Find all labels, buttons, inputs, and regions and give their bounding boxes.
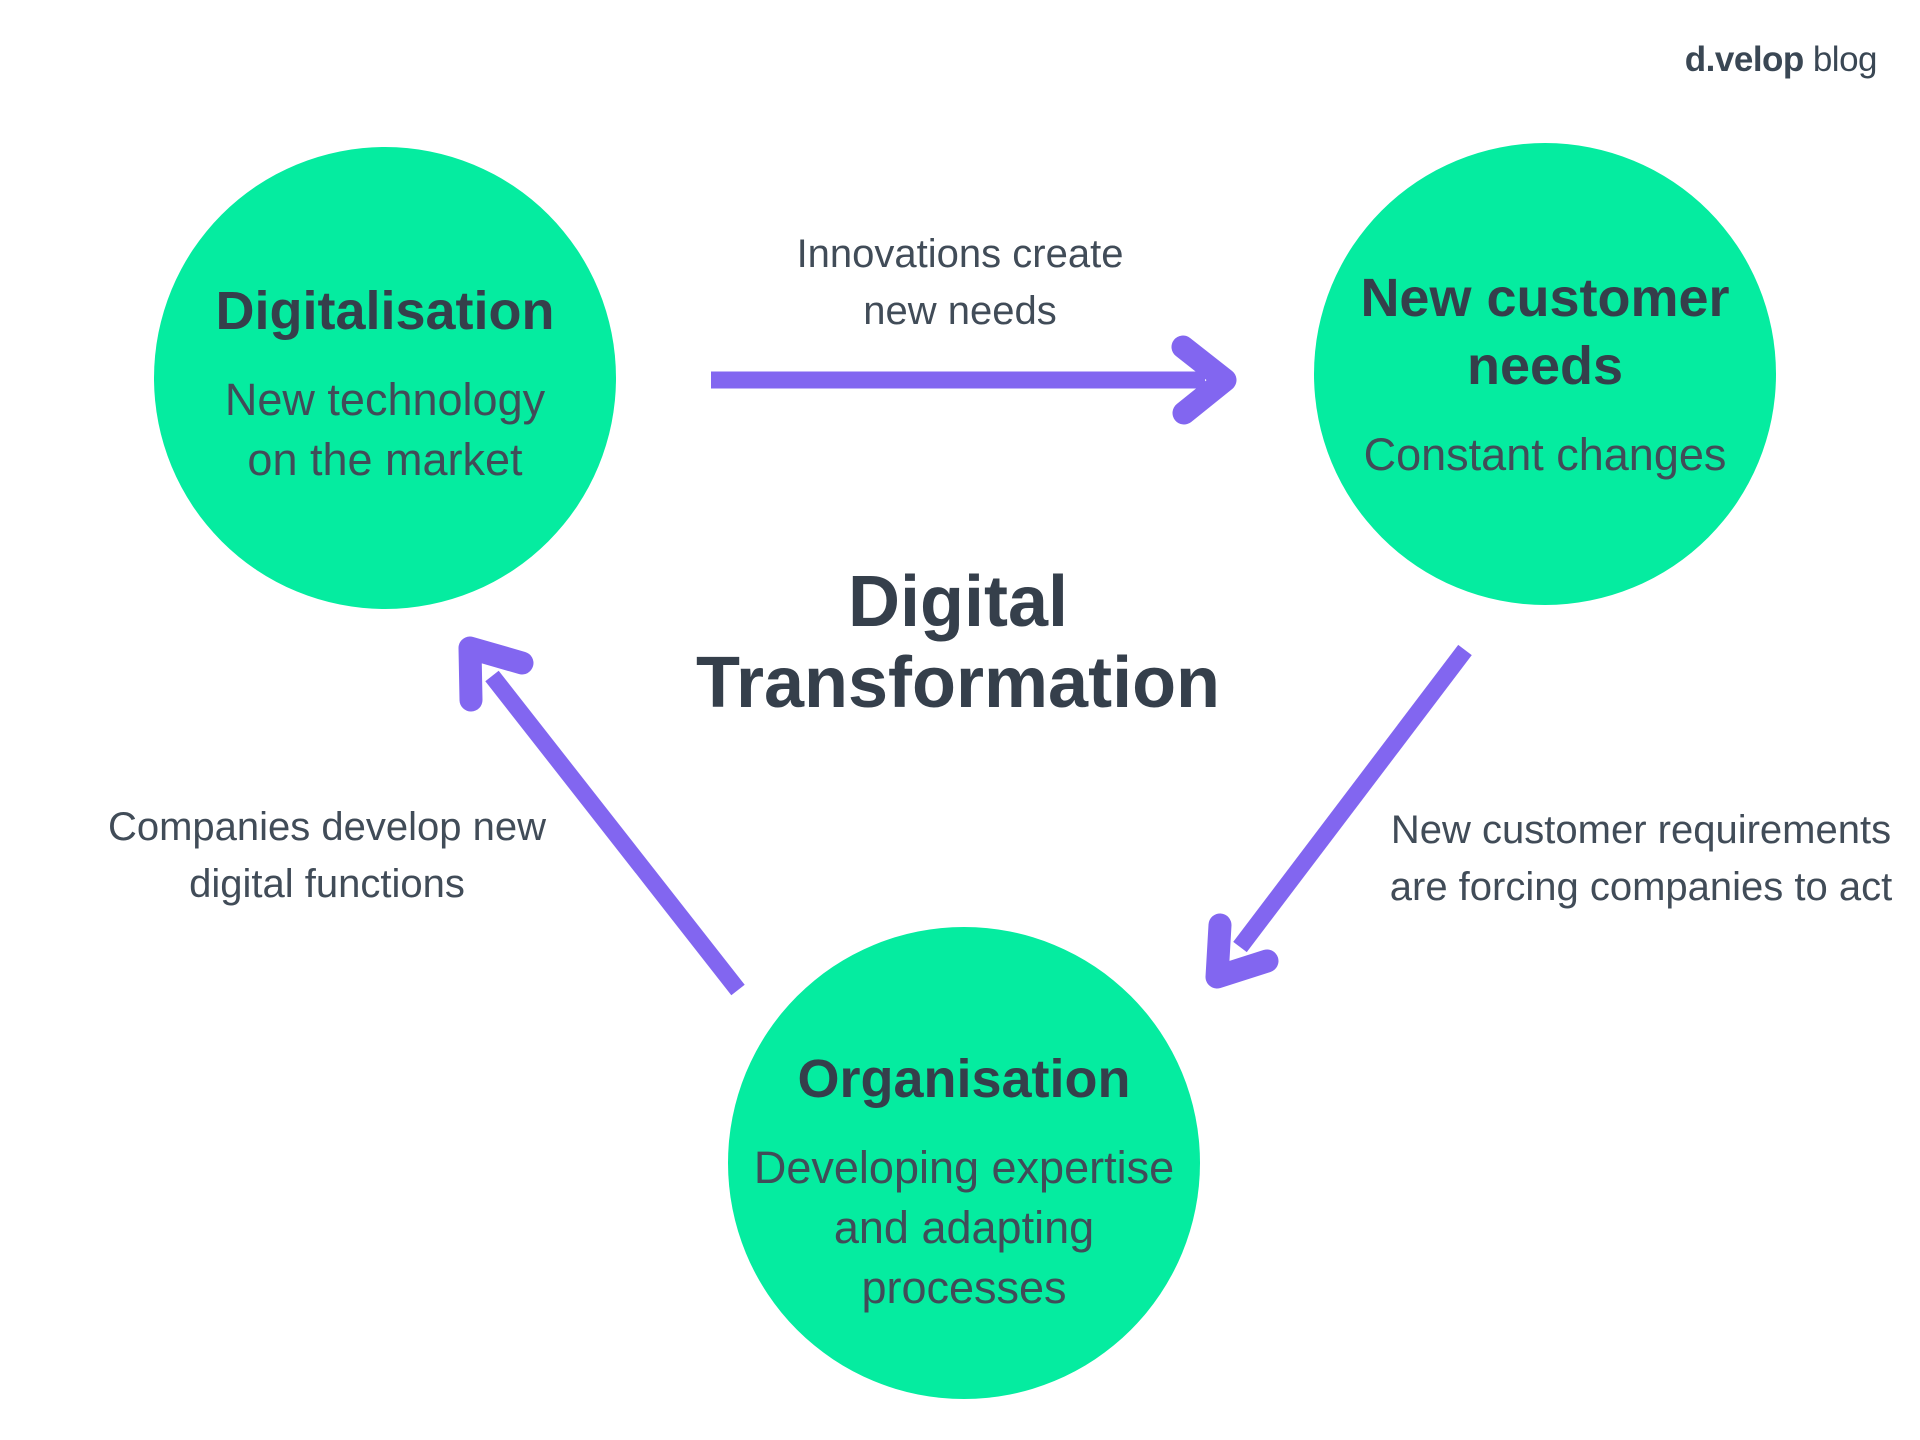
node-organisation: Organisation Developing expertise and ad… — [728, 927, 1200, 1399]
node-subtitle-line: processes — [861, 1261, 1067, 1313]
arrow-right-head — [1171, 335, 1237, 425]
edge-label-line: Innovations create — [796, 232, 1124, 276]
node-digitalisation-title: Digitalisation — [215, 277, 554, 345]
edge-label-line: digital functions — [189, 862, 465, 906]
edge-label-innovations: Innovations create new needs — [680, 226, 1240, 340]
logo-brand-text: d.velop — [1684, 40, 1805, 79]
node-subtitle-line: Constant changes — [1363, 428, 1727, 480]
logo-suffix-text: blog — [1812, 40, 1878, 79]
edge-label-line: Companies develop new — [107, 805, 547, 849]
edge-label-line: new needs — [863, 289, 1057, 333]
node-new-customer-needs-title: New customer needs — [1360, 264, 1729, 400]
node-subtitle-line: and adapting — [833, 1201, 1095, 1253]
node-subtitle-line: Developing expertise — [753, 1141, 1175, 1193]
node-title-line: needs — [1466, 335, 1624, 396]
node-organisation-title: Organisation — [797, 1045, 1130, 1113]
arrow-right-icon — [711, 335, 1237, 425]
diagram-title-line: Digital — [847, 562, 1068, 642]
arrow-up-left-head — [458, 636, 534, 712]
arrow-down-left-icon — [1205, 644, 1472, 989]
edge-label-line: New customer requirements — [1390, 808, 1892, 852]
node-organisation-subtitle: Developing expertise and adapting proces… — [754, 1138, 1174, 1318]
arrow-down-left-shaft — [1233, 644, 1472, 953]
arrow-down-left-head — [1205, 913, 1279, 989]
node-title-line: New customer — [1360, 267, 1730, 328]
diagram-title: Digital Transformation — [658, 562, 1258, 724]
edge-label-companies: Companies develop new digital functions — [47, 799, 607, 913]
arrow-up-left-icon — [458, 636, 745, 996]
node-title-line: Organisation — [797, 1048, 1131, 1109]
arrow-up-left-shaft — [485, 670, 745, 996]
node-digitalisation: Digitalisation New technology on the mar… — [154, 147, 616, 609]
node-new-customer-needs: New customer needs Constant changes — [1314, 143, 1776, 605]
node-digitalisation-subtitle: New technology on the market — [225, 370, 545, 490]
node-subtitle-line: on the market — [247, 433, 523, 485]
node-new-customer-needs-subtitle: Constant changes — [1364, 425, 1727, 485]
edge-label-line: are forcing companies to act — [1389, 865, 1893, 909]
node-title-line: Digitalisation — [215, 280, 555, 341]
diagram-title-line: Transformation — [695, 643, 1221, 723]
edge-label-requirements: New customer requirements are forcing co… — [1361, 802, 1920, 916]
node-subtitle-line: New technology — [224, 373, 546, 425]
